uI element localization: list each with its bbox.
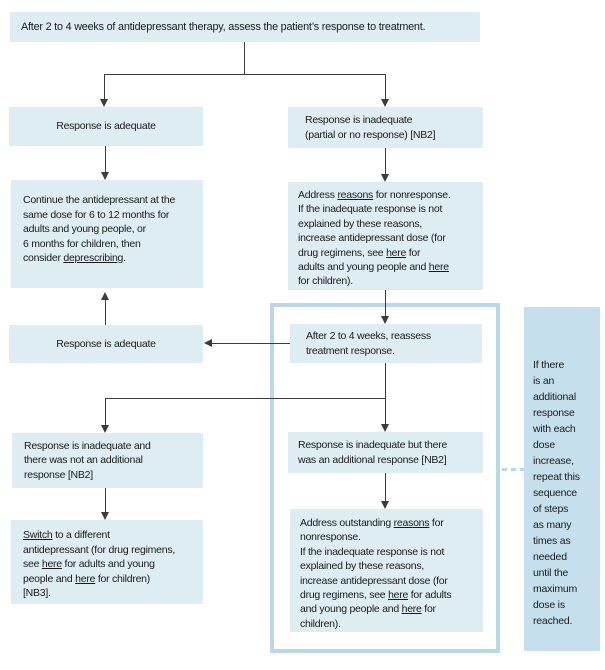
connector-top-split [104,74,386,75]
connector-split-left [104,74,105,100]
connector-address-to-reassess [385,290,386,317]
connector-reassess-down [385,363,386,425]
connector-inadequate-to-address [385,148,386,175]
text-segment: for children). [300,603,436,630]
step-reassess-response: After 2 to 4 weeks, reassess treatment r… [290,324,482,363]
connector-top-stem [244,42,245,74]
arrowhead-down-address-outstanding [381,501,389,509]
text-segment: . [123,252,126,264]
inline-link[interactable]: here [428,261,449,274]
text-segment: for nonresponse. If the inadequate respo… [298,189,451,259]
inline-link[interactable]: deprescribing [63,252,124,264]
arrowhead-down-inadequate-1 [381,99,389,107]
step-response-adequate-1: Response is adequate [9,107,203,146]
arrowhead-down-continue [101,172,109,180]
connector-to-switch [105,488,106,512]
text-segment: Address outstanding [300,517,394,529]
inline-link[interactable]: here [386,246,407,259]
connector-adequate-to-continue [105,146,106,173]
inline-link[interactable]: Switch [23,529,53,541]
inline-link[interactable]: reasons [337,189,374,201]
arrowhead-down-no-additional [101,425,109,433]
text-segment: to a different antidepressant (for drug … [23,529,175,570]
step-response-adequate-2: Response is adequate [9,325,203,363]
text-segment: Address [298,189,338,201]
text-segment: for children) [NB3]. [23,572,151,600]
step-address-reasons: Address reasons for nonresponse. If the … [288,182,483,290]
connector-reassess-to-adequate2 [212,343,290,344]
arrowhead-down-switch [101,512,109,520]
text-segment: for nonresponse. If the inadequate respo… [300,517,448,602]
arrowhead-down-additional [381,424,389,432]
step-inadequate-no-additional-response: Response is inadequate and there was not… [12,433,203,488]
step-address-outstanding-reasons: Address outstanding reasons for nonrespo… [290,509,483,632]
side-note-panel: If there is an additional response with … [524,307,600,651]
step-switch-antidepressant: Switch to a different antidepressant (fo… [11,520,203,604]
connector-split-right [385,74,386,100]
inline-link[interactable]: here [388,589,409,602]
connector-lower-split [105,398,386,399]
arrowhead-down-reassess [381,316,389,324]
inline-link[interactable]: here [41,558,62,570]
step-inadequate-additional-response: Response is inadequate but there was an … [288,432,483,473]
arrowhead-down-adequate-1 [100,99,108,107]
inline-link[interactable]: here [401,603,422,616]
connector-lower-split-left [105,398,106,425]
step-response-inadequate-1: Response is inadequate (partial or no re… [288,107,483,148]
text-segment: for children). [298,275,353,288]
step-continue-antidepressant: Continue the antidepressant at the same … [11,180,203,288]
inline-link[interactable]: here [75,572,96,585]
arrowhead-down-address-reasons [381,174,389,182]
connector-adequate2-up [105,300,106,325]
connector-to-address-outstanding [385,473,386,501]
text-segment: for adults and young people and [23,558,155,585]
text-segment: for adults and young people and [300,589,452,616]
arrowhead-left-adequate-2 [204,339,212,347]
text-segment: Continue the antidepressant at the same … [23,194,176,264]
arrowhead-up-continue [101,292,109,300]
step-assess-response: After 2 to 4 weeks of antidepressant the… [10,12,480,42]
inline-link[interactable]: reasons [393,517,430,529]
text-segment: for adults and young people and [298,246,427,274]
dashed-connector [502,468,524,471]
